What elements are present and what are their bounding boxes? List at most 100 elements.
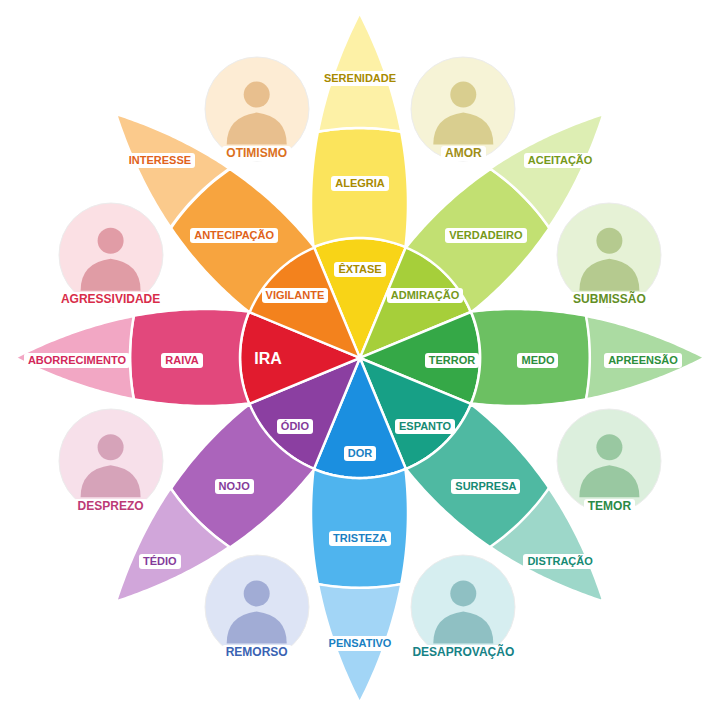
label-holder: DOR <box>344 443 376 461</box>
combined-emotion-label: DESPREZO <box>74 499 148 514</box>
label-holder: DESPREZO <box>74 496 148 514</box>
label-holder: SUBMISSÃO <box>569 289 650 307</box>
emotion-label: ALEGRIA <box>331 176 389 191</box>
petal-band: SERENIDADE <box>318 13 401 132</box>
emotion-disc <box>59 203 163 307</box>
circle-shape <box>557 203 661 307</box>
emotion-disc <box>557 409 661 513</box>
circle-shape <box>557 409 661 513</box>
label-holder: MEDO <box>517 350 558 368</box>
emotion-label: TRISTEZA <box>329 531 391 546</box>
emotion-circle: OTIMISMO <box>205 57 309 161</box>
label-holder: TRISTEZA <box>329 528 391 546</box>
label-holder: VERDADEIRO <box>445 225 526 243</box>
combined-emotion-label: REMORSO <box>222 645 292 660</box>
emotion-circle: DESPREZO <box>59 409 163 513</box>
petal-band: ABORRECIMENTO <box>15 316 134 399</box>
label-holder: SURPRESA <box>451 476 520 494</box>
petal-shape <box>311 469 408 588</box>
label-holder: ANTECIPAÇÃO <box>190 225 278 243</box>
emotion-label: ABORRECIMENTO <box>24 353 130 368</box>
emotion-circle: TEMOR <box>557 409 661 513</box>
person-figure <box>81 228 141 291</box>
emotion-circle: SUBMISSÃO <box>557 203 661 307</box>
emotion-label: ACEITAÇÃO <box>524 153 597 168</box>
label-holder: AGRESSIVIDADE <box>57 289 164 307</box>
petal-band: MEDO <box>471 309 590 406</box>
label-holder: SERENIDADE <box>320 68 400 86</box>
label-holder: DESAPROVAÇÃO <box>408 642 518 660</box>
petal-band: APREENSÃO <box>586 316 705 399</box>
emotion-label: TERROR <box>425 353 479 368</box>
emotion-label: NOJO <box>215 479 254 494</box>
emotion-circle: DESAPROVAÇÃO <box>411 555 515 659</box>
circle-shape <box>205 57 309 161</box>
person-figure <box>81 434 141 497</box>
emotion-label: DOR <box>344 446 376 461</box>
emotion-disc <box>557 203 661 307</box>
emotion-label: ESPANTO <box>395 419 455 434</box>
label-holder: PENSATIVO <box>325 633 396 651</box>
emotion-label: ÓDIO <box>277 419 313 434</box>
emotion-label: MEDO <box>517 353 558 368</box>
petal-segment <box>311 128 408 247</box>
emotion-disc <box>205 555 309 659</box>
label-holder: VIGILANTE <box>262 285 329 303</box>
emotion-label: IRA <box>250 351 286 366</box>
emotion-label: VERDADEIRO <box>445 228 526 243</box>
label-holder: ABORRECIMENTO <box>24 350 130 368</box>
emotion-label: SERENIDADE <box>320 71 400 86</box>
circle-shape <box>411 555 515 659</box>
petal-segment <box>586 316 705 399</box>
petal-band: TRISTEZA <box>311 469 408 588</box>
emotion-label: SURPRESA <box>451 479 520 494</box>
person-figure <box>579 228 639 291</box>
person-figure <box>579 434 639 497</box>
petal-segment <box>318 13 401 132</box>
petal-segment <box>130 309 249 406</box>
circle-shape <box>411 57 515 161</box>
circle-shape <box>205 555 309 659</box>
combined-emotion-label: TEMOR <box>584 499 635 514</box>
circle-shape <box>59 409 163 513</box>
emotion-label: ÊXTASE <box>334 262 385 277</box>
label-holder: IRA <box>250 350 286 368</box>
emotion-label: RAIVA <box>161 353 202 368</box>
petal-band: ALEGRIA <box>311 128 408 247</box>
emotion-disc <box>411 57 515 161</box>
emotion-label: PENSATIVO <box>325 636 396 651</box>
label-holder: ALEGRIA <box>331 173 389 191</box>
label-holder: ACEITAÇÃO <box>524 150 597 168</box>
label-holder: ESPANTO <box>395 416 455 434</box>
combined-emotion-label: SUBMISSÃO <box>569 292 650 307</box>
petal-band: PENSATIVO <box>318 584 401 703</box>
label-holder: ÊXTASE <box>334 259 385 277</box>
petal-band: RAIVA <box>130 309 249 406</box>
emotion-circle: AMOR <box>411 57 515 161</box>
emotion-label: TÉDIO <box>139 554 181 569</box>
person-figure <box>433 82 493 145</box>
petal-segment <box>15 316 134 399</box>
person-figure <box>433 580 493 643</box>
label-holder: TEMOR <box>584 496 635 514</box>
person-figure <box>227 580 287 643</box>
label-holder: INTERESSE <box>125 150 195 168</box>
label-holder: RAIVA <box>161 350 202 368</box>
emotion-label: VIGILANTE <box>262 288 329 303</box>
label-holder: NOJO <box>215 476 254 494</box>
emotion-label: ANTECIPAÇÃO <box>190 228 278 243</box>
combined-emotion-label: AGRESSIVIDADE <box>57 292 164 307</box>
emotion-disc <box>59 409 163 513</box>
emotion-disc <box>205 57 309 161</box>
emotion-disc <box>411 555 515 659</box>
emotion-circle: REMORSO <box>205 555 309 659</box>
label-holder: AMOR <box>441 143 486 161</box>
label-holder: TERROR <box>425 350 479 368</box>
circle-shape <box>59 203 163 307</box>
emotion-circle: AGRESSIVIDADE <box>59 203 163 307</box>
person-figure <box>227 82 287 145</box>
combined-emotion-label: AMOR <box>441 146 486 161</box>
petal-segment <box>471 309 590 406</box>
petal-segment <box>311 469 408 588</box>
combined-emotion-label: DESAPROVAÇÃO <box>408 645 518 660</box>
